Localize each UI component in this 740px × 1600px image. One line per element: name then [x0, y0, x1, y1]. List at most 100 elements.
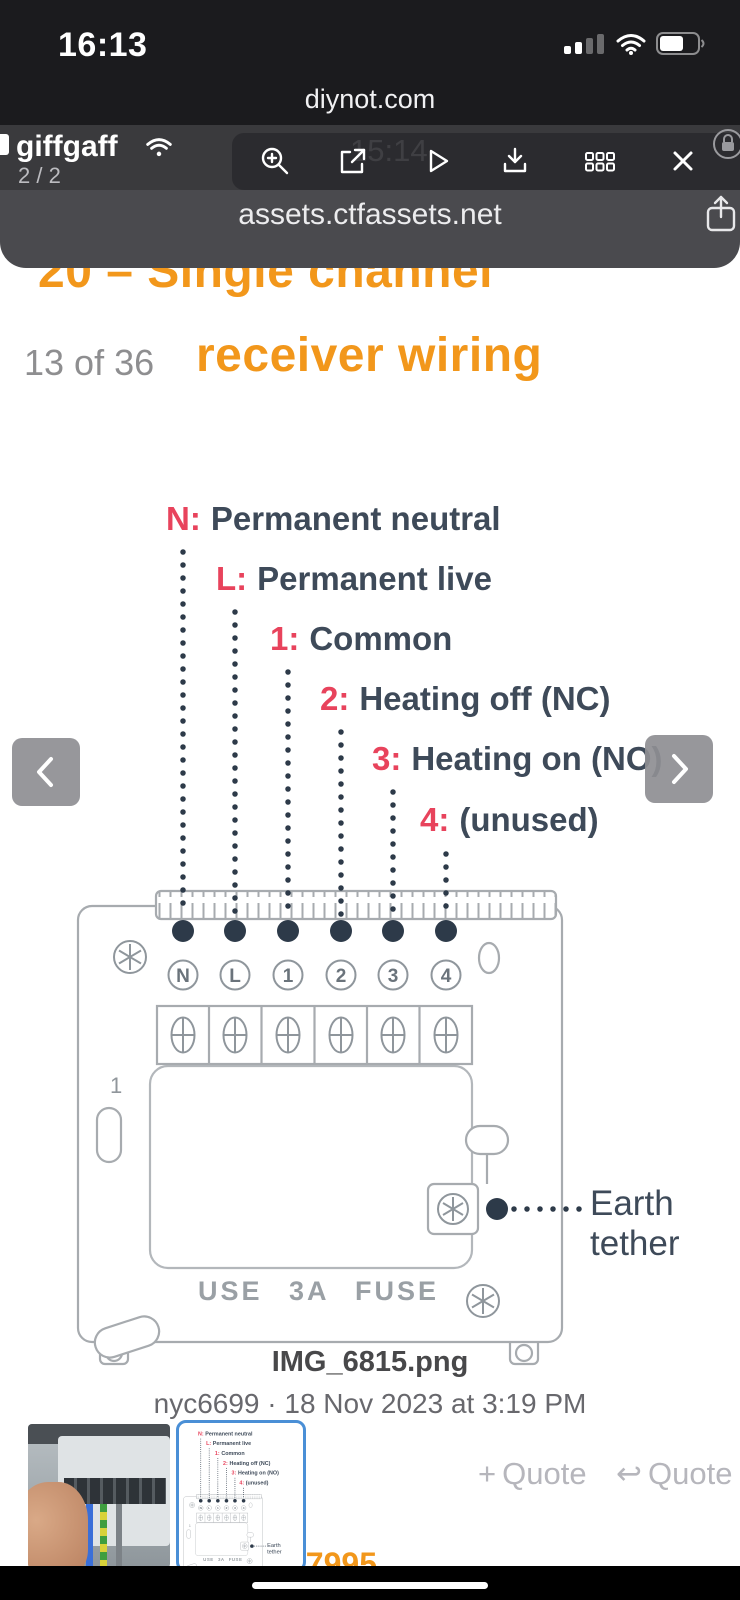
earth-label-line2: tether: [590, 1224, 680, 1263]
wire-desc: Permanent live: [212, 1440, 252, 1447]
image-url[interactable]: assets.ctfassets.net: [238, 198, 502, 231]
carrier-name: giffgaff: [16, 130, 118, 163]
quote-button-label: Quote: [502, 1456, 587, 1491]
dotted-leader-lines: [180, 549, 449, 919]
grid-view-button[interactable]: [583, 144, 617, 178]
image-counter: 2 / 2: [18, 163, 61, 188]
chevron-left-icon: [37, 757, 53, 787]
status-time: 16:13: [58, 26, 148, 64]
quote-button[interactable]: +Quote: [478, 1456, 587, 1492]
wire-desc: Permanent neutral: [205, 1430, 253, 1437]
terminal-dots: [198, 1499, 246, 1503]
terminal-letter-2: 2: [226, 1506, 228, 1510]
wire-key: L:: [216, 560, 248, 597]
fuse-rating-text: USE 3A FUSE: [203, 1557, 242, 1562]
wifi-icon: [616, 34, 646, 55]
page-indicator: 13 of 36: [24, 342, 155, 383]
play-button[interactable]: [420, 144, 454, 178]
wire-label-common: 1:Common: [215, 1450, 245, 1456]
earth-tether-dot: [486, 1198, 508, 1220]
terminal-letter-3: 3: [234, 1506, 236, 1510]
download-button[interactable]: [498, 144, 532, 178]
plate-digit: 1: [110, 1073, 122, 1098]
earth-label-line2: tether: [267, 1548, 282, 1555]
thumb-photo-hand: [28, 1482, 88, 1568]
share-icon: [706, 195, 736, 232]
terminal-circles: [167, 959, 462, 991]
terminal-dots: [172, 920, 457, 942]
plate-digit: 1: [189, 1524, 191, 1528]
wire-key: 1:: [214, 1450, 220, 1457]
terminal-letter-l: L: [229, 966, 241, 987]
play-icon: [429, 149, 449, 173]
screw-terminals: [170, 1016, 459, 1054]
screw-terminals: [198, 1514, 246, 1521]
thumbnail-photo[interactable]: [28, 1424, 170, 1568]
previous-image-button[interactable]: [12, 738, 80, 806]
wire-label-heating-on: 3:Heating on (NO): [372, 740, 663, 778]
status-bar: 16:13 diynot.com: [0, 0, 740, 125]
wire-desc: Common: [221, 1450, 245, 1457]
slide-title-line2: receiver wiring: [196, 329, 543, 382]
terminal-letter-4: 4: [243, 1506, 245, 1510]
thumb-photo-gray-wire: [116, 1504, 122, 1568]
dotted-leader-lines: [200, 1438, 245, 1499]
clipped-status-fragment: [0, 134, 9, 155]
earth-tether-label: Earth tether: [267, 1542, 282, 1555]
wire-key: N:: [197, 1430, 204, 1437]
thumbnail-diagram-preview: N L 1 2 3 4 1 USE 3A FUSE: [181, 1425, 301, 1567]
wire-key: 3:: [372, 740, 402, 777]
reply-quote-button[interactable]: ↩Quote: [616, 1456, 732, 1492]
wire-key: N:: [166, 500, 201, 537]
wire-desc: Common: [309, 620, 453, 657]
post-byline: nyc6699 · 18 Nov 2023 at 3:19 PM: [153, 1388, 587, 1419]
torx-screws: [189, 1502, 253, 1564]
home-indicator[interactable]: [252, 1582, 488, 1589]
terminal-letter-1: 1: [217, 1506, 219, 1510]
wire-desc: (unused): [245, 1479, 269, 1486]
receiver-backplate-drawing: N L 1 2 3 4 1 USE 3A FUSE: [183, 1438, 266, 1567]
wire-desc: Permanent neutral: [210, 500, 501, 537]
close-icon: [673, 151, 693, 171]
wire-key: 4:: [420, 801, 450, 838]
wire-desc: Heating on (NO): [237, 1469, 279, 1476]
reply-quote-label: Quote: [647, 1456, 733, 1491]
wire-key: 3:: [231, 1469, 237, 1476]
wire-desc: Heating on (NO): [411, 740, 663, 777]
chevron-right-icon: [672, 754, 688, 784]
zoom-in-button[interactable]: [258, 144, 292, 178]
wire-desc: Heating off (NC): [229, 1459, 271, 1466]
viewer-toolbar: [232, 133, 740, 190]
terminal-letter-4: 4: [441, 966, 452, 987]
terminal-letter-2: 2: [336, 966, 347, 987]
earth-label-line1: Earth: [590, 1184, 674, 1223]
zoom-in-icon: [261, 147, 289, 175]
wire-label-live: L:Permanent live: [216, 560, 492, 598]
backplate-outline: [183, 1494, 263, 1567]
reply-arrow-icon: ↩: [616, 1456, 642, 1491]
wire-label-neutral: N:Permanent neutral: [166, 500, 501, 538]
thumb-photo-blue-wire: [86, 1504, 93, 1568]
battery-icon: [656, 32, 705, 55]
external-link-icon: [340, 148, 366, 174]
wire-key: 4:: [239, 1479, 245, 1486]
grid-icon: [585, 152, 615, 172]
wire-label-heating-on: 3:Heating on (NO): [232, 1470, 279, 1476]
earth-tether-dot: [250, 1544, 254, 1548]
thumbnail-diagram-selected[interactable]: N L 1 2 3 4 1 USE 3A FUSE: [176, 1420, 306, 1572]
site-title: diynot.com: [304, 84, 436, 114]
share-button[interactable]: [702, 194, 740, 239]
download-icon: [503, 147, 527, 173]
image-filename: IMG_6815.png: [271, 1346, 469, 1378]
close-viewer-button[interactable]: [666, 144, 700, 178]
wire-key: 1:: [270, 620, 300, 657]
cellular-signal-icon: [564, 34, 604, 54]
terminal-letter-3: 3: [388, 966, 399, 987]
thumb-photo-earth-wire: [100, 1504, 107, 1568]
earth-tether-label: Earth tether: [590, 1184, 680, 1264]
open-external-button[interactable]: [335, 144, 369, 178]
next-image-button[interactable]: [645, 735, 713, 803]
wire-desc: (unused): [459, 801, 599, 838]
terminal-letter-1: 1: [283, 966, 294, 987]
